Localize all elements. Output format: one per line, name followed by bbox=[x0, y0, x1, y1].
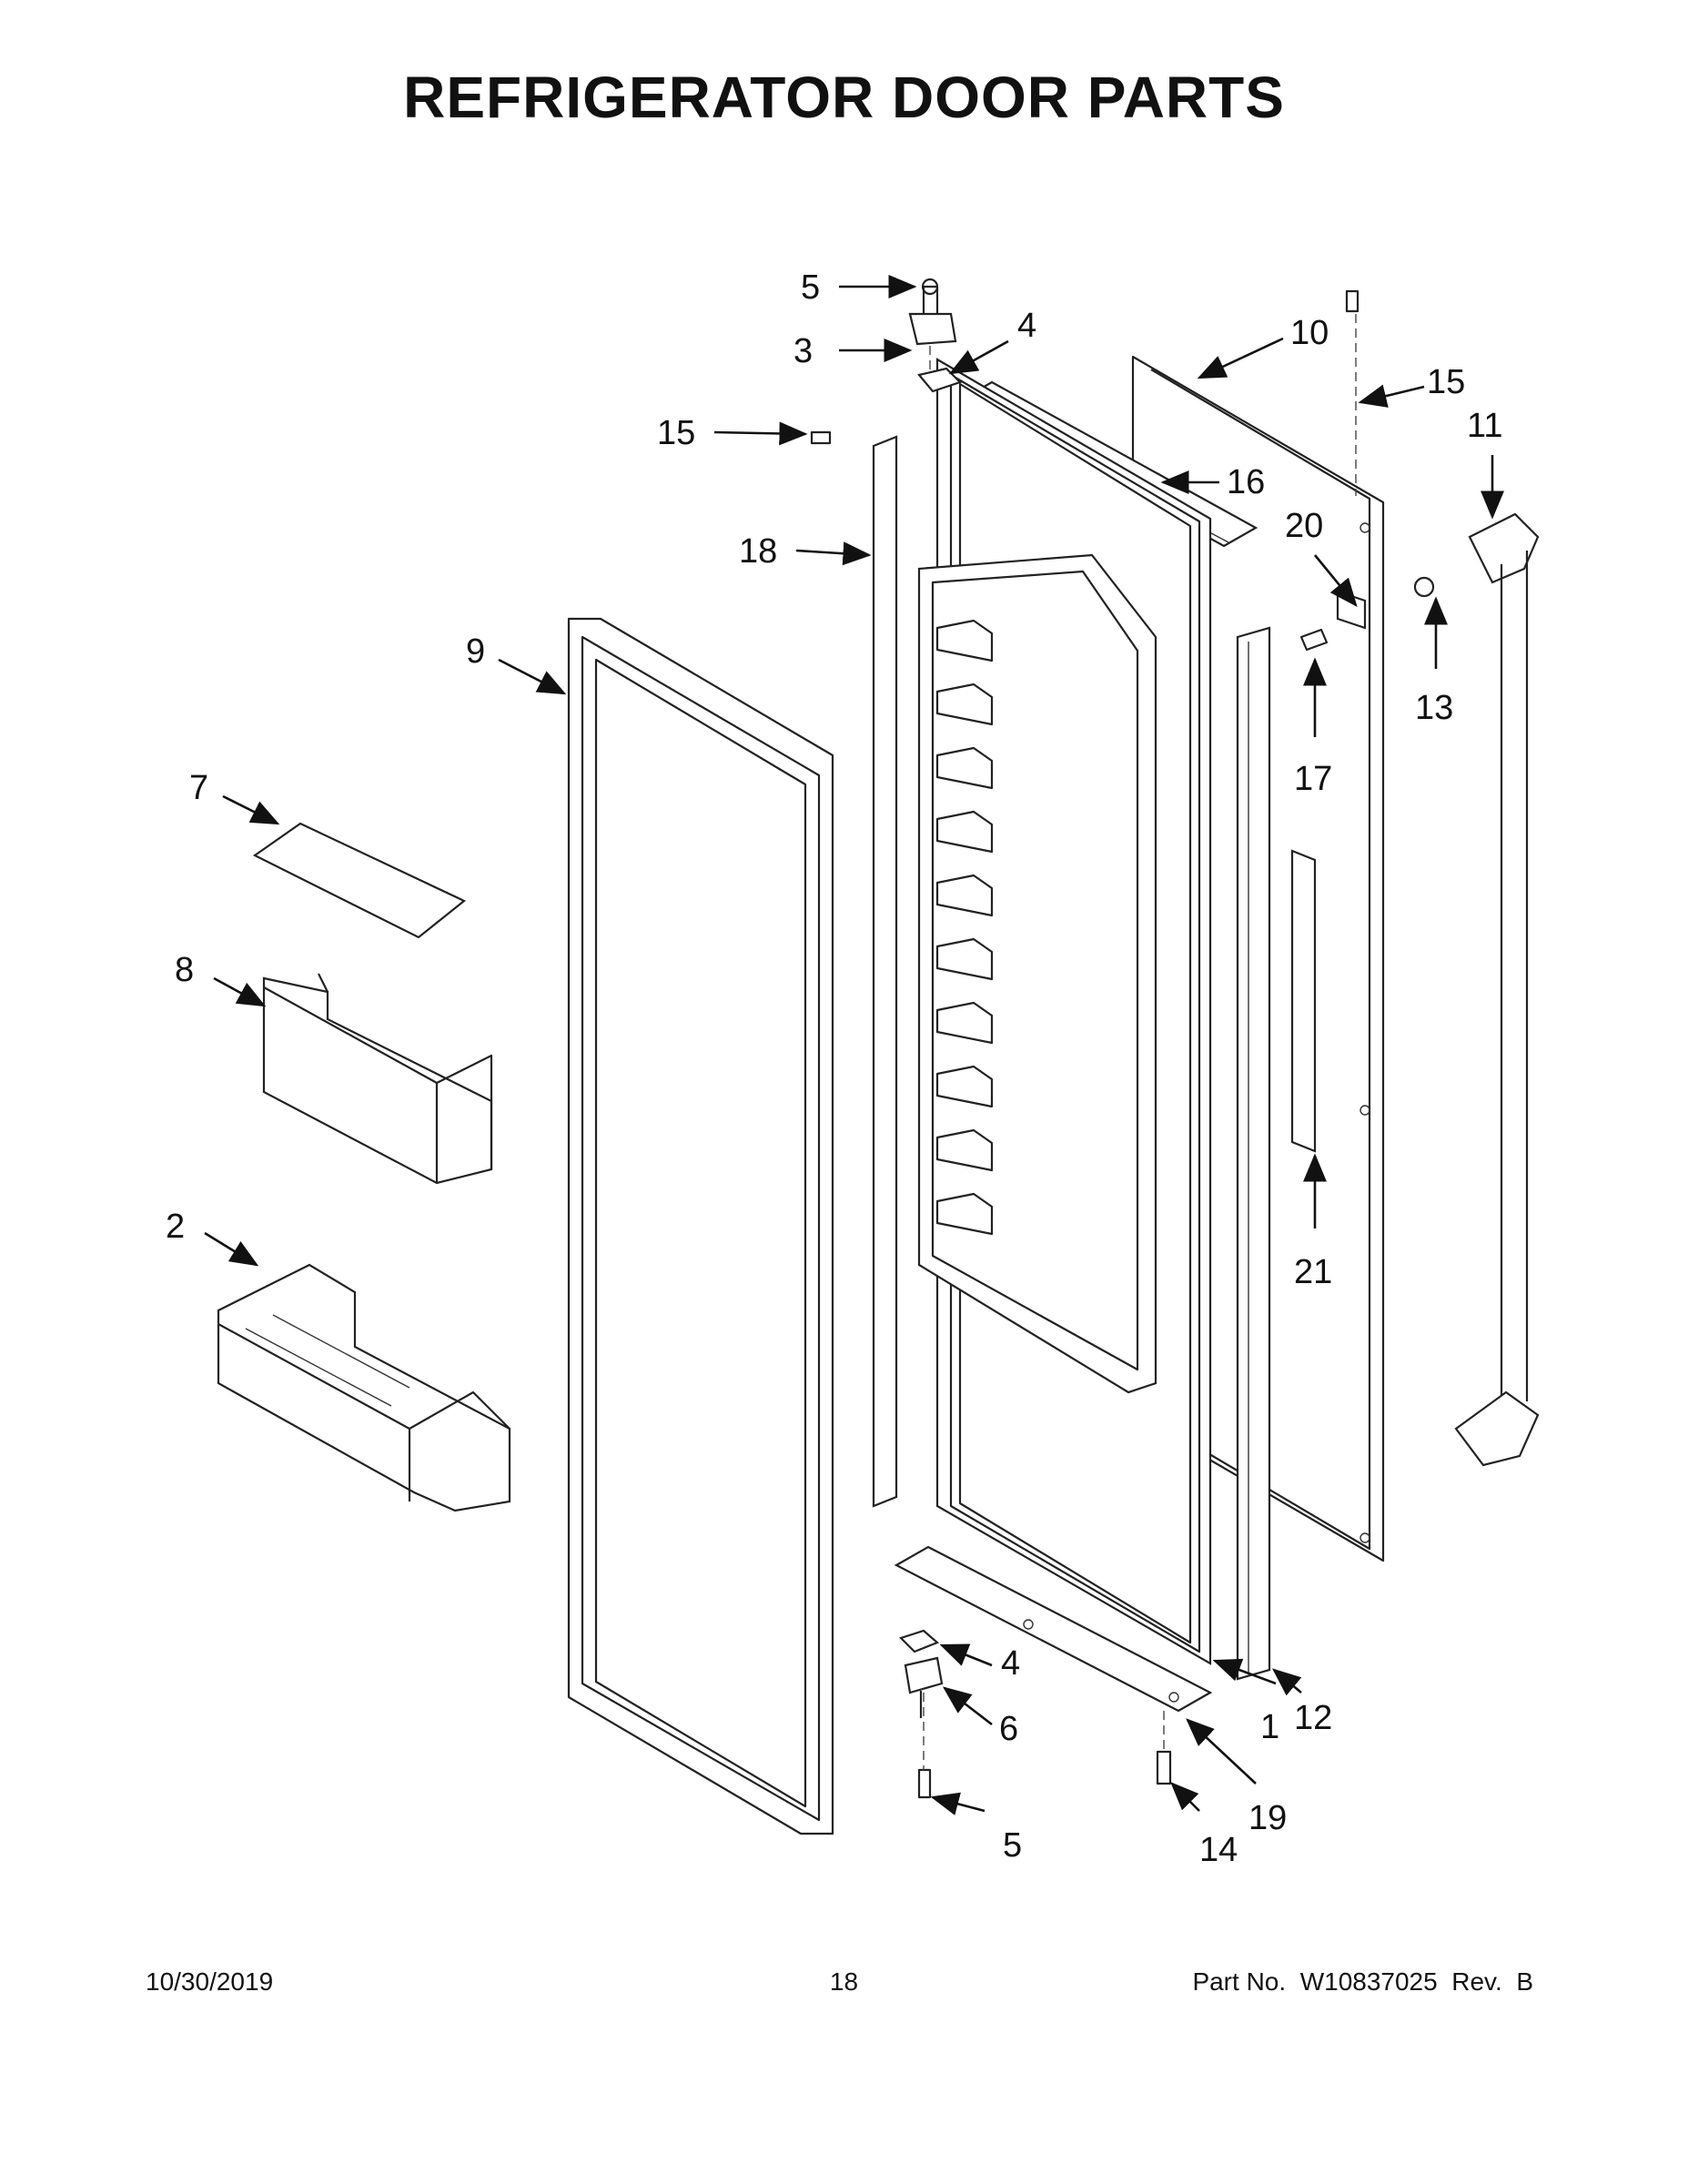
callout-6: 6 bbox=[999, 1710, 1018, 1748]
door-bottom-channel bbox=[894, 1545, 1213, 1713]
footer-date: 10/30/2019 bbox=[146, 1967, 274, 1996]
shelf-label-card bbox=[252, 822, 467, 939]
callout-4-top: 4 bbox=[1017, 307, 1036, 345]
callout-5-top: 5 bbox=[801, 268, 820, 307]
large-door-bin bbox=[217, 1263, 511, 1512]
callout-17: 17 bbox=[1294, 760, 1332, 798]
callout-18: 18 bbox=[739, 532, 777, 571]
small-door-bin bbox=[262, 973, 493, 1185]
callout-5-bottom: 5 bbox=[1003, 1826, 1022, 1865]
footer-part-number: Part No. W10837025 Rev. B bbox=[1192, 1967, 1533, 1996]
door-edge-trim bbox=[1236, 626, 1271, 1681]
callout-14: 14 bbox=[1199, 1831, 1238, 1869]
callout-arrows bbox=[204, 275, 1504, 1815]
door-side-trim-strip bbox=[872, 435, 898, 1508]
callout-labels: 5 3 4 10 15 11 15 16 18 20 13 17 9 7 8 2… bbox=[166, 268, 1502, 1869]
door-gasket bbox=[567, 617, 834, 1835]
callout-19: 19 bbox=[1248, 1799, 1287, 1837]
callout-3: 3 bbox=[793, 332, 813, 370]
callout-9: 9 bbox=[466, 632, 485, 671]
callout-21: 21 bbox=[1294, 1253, 1332, 1291]
callout-20: 20 bbox=[1285, 507, 1323, 545]
callout-15-left: 15 bbox=[657, 414, 695, 452]
callout-15-right: 15 bbox=[1427, 363, 1465, 401]
callout-11: 11 bbox=[1467, 407, 1502, 445]
callout-7: 7 bbox=[189, 769, 208, 807]
door-liner bbox=[917, 358, 1212, 1665]
callout-4-bottom: 4 bbox=[1001, 1644, 1020, 1683]
door-shelf-ribs bbox=[935, 619, 994, 1236]
callout-2: 2 bbox=[166, 1208, 185, 1246]
callout-1: 1 bbox=[1260, 1708, 1279, 1746]
callout-12: 12 bbox=[1294, 1699, 1332, 1737]
door-magnet-strip bbox=[1290, 849, 1317, 1153]
door-handle bbox=[1454, 512, 1540, 1467]
footer-page-number: 18 bbox=[829, 1967, 859, 1996]
callout-13: 13 bbox=[1415, 689, 1453, 727]
page-title: REFRIGERATOR DOOR PARTS bbox=[403, 65, 1285, 130]
callout-16: 16 bbox=[1227, 463, 1265, 501]
callout-10: 10 bbox=[1290, 314, 1329, 352]
callout-8: 8 bbox=[175, 951, 194, 989]
